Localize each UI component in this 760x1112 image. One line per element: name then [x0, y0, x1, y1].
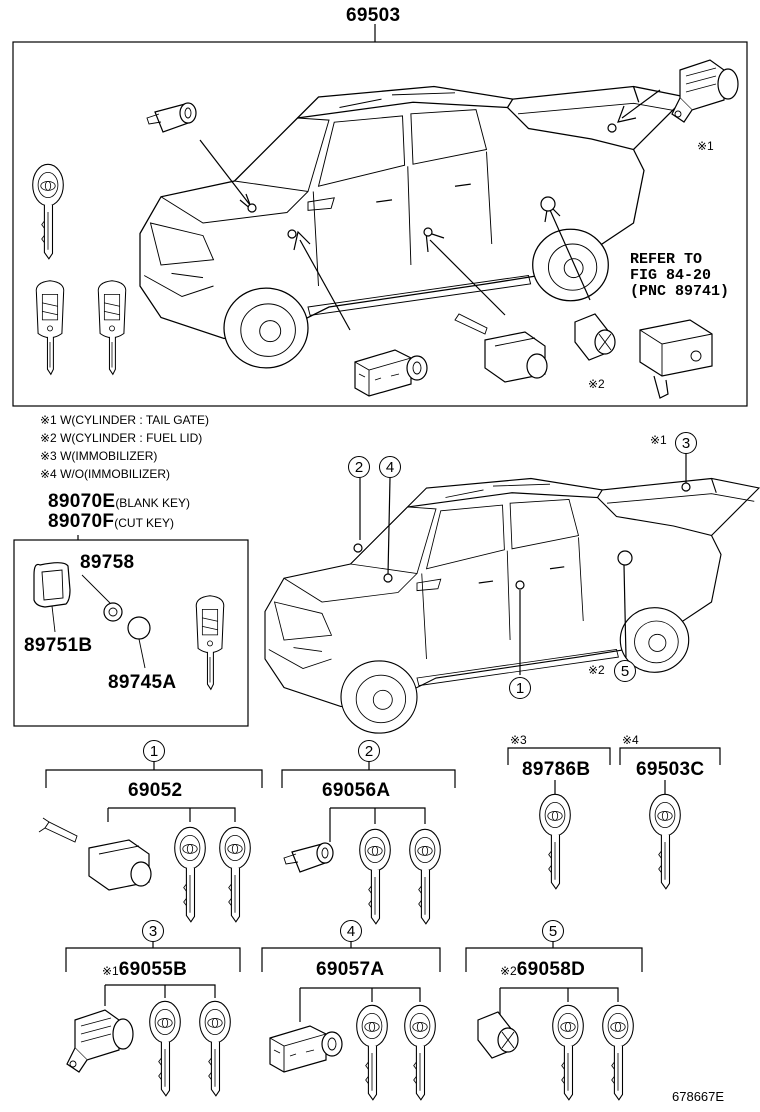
set-5-prefix: ※2 [500, 964, 517, 978]
refer-note-line-3: (PNC 89741) [630, 283, 730, 300]
part-89745A[interactable]: 89745A [108, 672, 177, 693]
note-1: ※1 W(CYLINDER : TAIL GATE) [40, 413, 209, 427]
set-immobilizer-note: ※3 [510, 733, 527, 747]
blank-key-desc: (BLANK KEY) [115, 496, 191, 510]
set-no-immobilizer-note: ※4 [622, 733, 639, 747]
callout-1[interactable]: 1 [509, 677, 531, 699]
refer-note-line-2: FIG 84-20 [630, 267, 712, 284]
callout-5-note: ※2 [588, 663, 605, 677]
blank-key-part-number[interactable]: 89070E [48, 491, 116, 512]
cut-key-label[interactable]: 89070F(CUT KEY) [48, 512, 174, 531]
refer-note-line-1: REFER TO [630, 251, 703, 268]
blank-key-label[interactable]: 89070E(BLANK KEY) [48, 492, 190, 511]
set-immobilizer-part-number[interactable]: 89786B [522, 759, 591, 780]
set-3-circle[interactable]: 3 [142, 920, 164, 942]
set-no-immobilizer-part-number[interactable]: 69503C [636, 759, 705, 780]
tailgate-note-marker: ※1 [697, 139, 714, 153]
note-4: ※4 W/O(IMMOBILIZER) [40, 467, 171, 481]
callout-3-note: ※1 [650, 433, 667, 447]
part-89758[interactable]: 89758 [80, 552, 135, 573]
set-5-part-number[interactable]: 69058D [516, 959, 586, 980]
set-3-label[interactable]: ※169055B [102, 960, 187, 979]
callout-3[interactable]: 3 [675, 432, 697, 454]
set-4-circle[interactable]: 4 [340, 920, 362, 942]
set-2-circle[interactable]: 2 [358, 740, 380, 762]
callout-2[interactable]: 2 [348, 456, 370, 478]
set-1-circle[interactable]: 1 [143, 740, 165, 762]
note-2: ※2 W(CYLINDER : FUEL LID) [40, 431, 203, 445]
set-1-part-number[interactable]: 69052 [128, 780, 183, 801]
callout-4[interactable]: 4 [379, 456, 401, 478]
set-2-part-number[interactable]: 69056A [322, 780, 391, 801]
set-4-part-number[interactable]: 69057A [316, 959, 385, 980]
set-3-prefix: ※1 [102, 964, 119, 978]
main-assembly-part-number[interactable]: 69503 [346, 5, 401, 26]
set-5-circle[interactable]: 5 [542, 920, 564, 942]
set-3-part-number[interactable]: 69055B [118, 959, 188, 980]
fuel-lid-note-marker: ※2 [588, 377, 605, 391]
set-5-label[interactable]: ※269058D [500, 960, 585, 979]
part-89751B[interactable]: 89751B [24, 635, 93, 656]
cut-key-part-number[interactable]: 89070F [48, 511, 115, 532]
note-3: ※3 W(IMMOBILIZER) [40, 449, 158, 463]
callout-5[interactable]: 5 [614, 660, 636, 682]
key-kit-frame [13, 539, 249, 727]
figure-id: 678667E [672, 1089, 725, 1104]
main-assembly-frame [12, 41, 748, 407]
cut-key-desc: (CUT KEY) [114, 516, 175, 530]
